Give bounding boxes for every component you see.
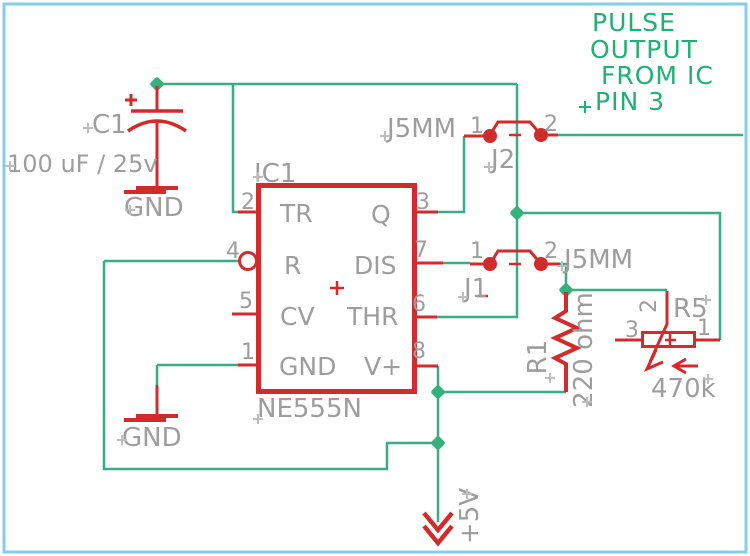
ic-pin7-number: 7 bbox=[414, 238, 428, 263]
r5-pin3-number: 3 bbox=[625, 318, 639, 343]
ground-symbol-top: GND bbox=[124, 186, 184, 223]
ground-symbol-bottom: GND bbox=[122, 385, 182, 453]
ic-func-cv: CV bbox=[280, 302, 315, 331]
j2-pin1-number: 1 bbox=[470, 114, 484, 139]
ic-pin8-number: 8 bbox=[412, 339, 426, 364]
j1-pin1-number: 1 bbox=[470, 239, 484, 264]
ic-func-vplus: V+ bbox=[364, 352, 402, 381]
r5-wiper-arrowhead bbox=[643, 349, 664, 372]
j2-bridge bbox=[488, 120, 543, 136]
r5-adjust-arrow bbox=[671, 357, 698, 375]
r5-pin1-number: 1 bbox=[697, 316, 711, 341]
gnd-top-label: GND bbox=[124, 193, 184, 223]
ic-pin1-number: 1 bbox=[241, 340, 255, 365]
junction-dot bbox=[559, 283, 573, 297]
wire-thr-column bbox=[437, 84, 519, 319]
ic-func-thr: THR bbox=[346, 302, 398, 331]
vcc-arrow-chevron bbox=[422, 524, 454, 547]
r5-wiper-lead bbox=[648, 291, 669, 363]
j2-pin2-pad bbox=[534, 128, 548, 142]
ic-ref-label: IC1 bbox=[254, 159, 296, 189]
jumper-j2: 1 2 J5MM J2 bbox=[385, 112, 558, 175]
vcc-label: +5V bbox=[455, 488, 485, 544]
ic-part-label: NE555N bbox=[257, 394, 362, 424]
c1-plus-polarity bbox=[125, 94, 137, 106]
wire-to-r5-pin1 bbox=[517, 211, 722, 340]
ic-origin-cross bbox=[330, 281, 344, 295]
j2-value-label: J5MM bbox=[385, 114, 456, 144]
r1-ref-label: R1 bbox=[523, 340, 553, 375]
ic-func-dis: DIS bbox=[354, 251, 397, 280]
r5-pin2-number: 2 bbox=[637, 299, 662, 313]
wire-to-tr bbox=[231, 84, 240, 214]
junction-dot bbox=[150, 77, 164, 91]
ic-pin4-inversion-bubble bbox=[238, 251, 258, 271]
j1-pin2-pad bbox=[534, 257, 548, 271]
note-line-4: PIN 3 bbox=[595, 87, 665, 116]
r1-zigzag bbox=[550, 292, 582, 392]
r5-ref-label: R5 bbox=[673, 294, 708, 324]
jumper-j1: 1 2 J5MM J1 bbox=[462, 239, 633, 304]
r5-plus-cross bbox=[665, 334, 676, 345]
potentiometer-r5: 3 1 2 R5 470k bbox=[615, 291, 720, 404]
j2-ref-label: J2 bbox=[489, 145, 515, 175]
junction-dot bbox=[431, 385, 445, 399]
ic-pin5-number: 5 bbox=[239, 289, 253, 314]
j1-pin2-number: 2 bbox=[544, 239, 558, 264]
gnd-bottom-label: GND bbox=[122, 423, 182, 453]
note-line-2: OUTPUT bbox=[590, 35, 698, 64]
c1-plate-curved bbox=[127, 119, 187, 133]
c1-ref-label: C1 bbox=[92, 110, 127, 140]
wire-reset-loop bbox=[102, 261, 438, 471]
vcc-arrow-chevron bbox=[422, 511, 454, 534]
junction-dot bbox=[510, 206, 524, 220]
ic-pin2-number: 2 bbox=[241, 190, 255, 215]
c1-value-label: 100 uF / 25v bbox=[7, 150, 158, 178]
j1-value-label: J5MM bbox=[562, 245, 633, 275]
junction-dot bbox=[431, 436, 445, 450]
ic-pin3-number: 3 bbox=[416, 190, 430, 215]
j2-pin2-number: 2 bbox=[544, 112, 558, 137]
capacitor-c1: C1 100 uF / 25v bbox=[7, 86, 187, 187]
j1-ref-label: J1 bbox=[462, 274, 488, 304]
ic-ne555: IC1 NE555N 2 4 5 1 3 7 6 8 TR Q R DIS CV… bbox=[226, 159, 443, 424]
vcc-supply-symbol: +5V bbox=[422, 488, 485, 547]
ic-func-r: R bbox=[284, 251, 301, 280]
ic-func-q: Q bbox=[371, 200, 391, 229]
r1-value-label: 220 ohm bbox=[569, 292, 599, 408]
j2-pin1-pad bbox=[483, 129, 497, 143]
note-line-1: PULSE bbox=[592, 8, 676, 37]
note-line-3: FROM IC bbox=[601, 61, 714, 90]
j1-bridge bbox=[488, 249, 543, 265]
resistor-r1: R1 220 ohm bbox=[523, 292, 599, 408]
junction-dots bbox=[150, 77, 573, 450]
j1-pin1-pad bbox=[483, 257, 497, 271]
wire-q-to-j2 bbox=[438, 136, 466, 214]
pulse-output-note: PULSE OUTPUT FROM IC PIN 3 bbox=[579, 8, 714, 116]
note-origin-cross bbox=[579, 101, 591, 113]
ic-pin4-number: 4 bbox=[226, 239, 240, 264]
label-origin-crosses bbox=[5, 123, 713, 499]
ic-pin6-number: 6 bbox=[412, 292, 426, 317]
wires bbox=[102, 82, 743, 522]
ic-func-tr: TR bbox=[279, 199, 313, 228]
ic-func-gnd: GND bbox=[279, 352, 336, 381]
